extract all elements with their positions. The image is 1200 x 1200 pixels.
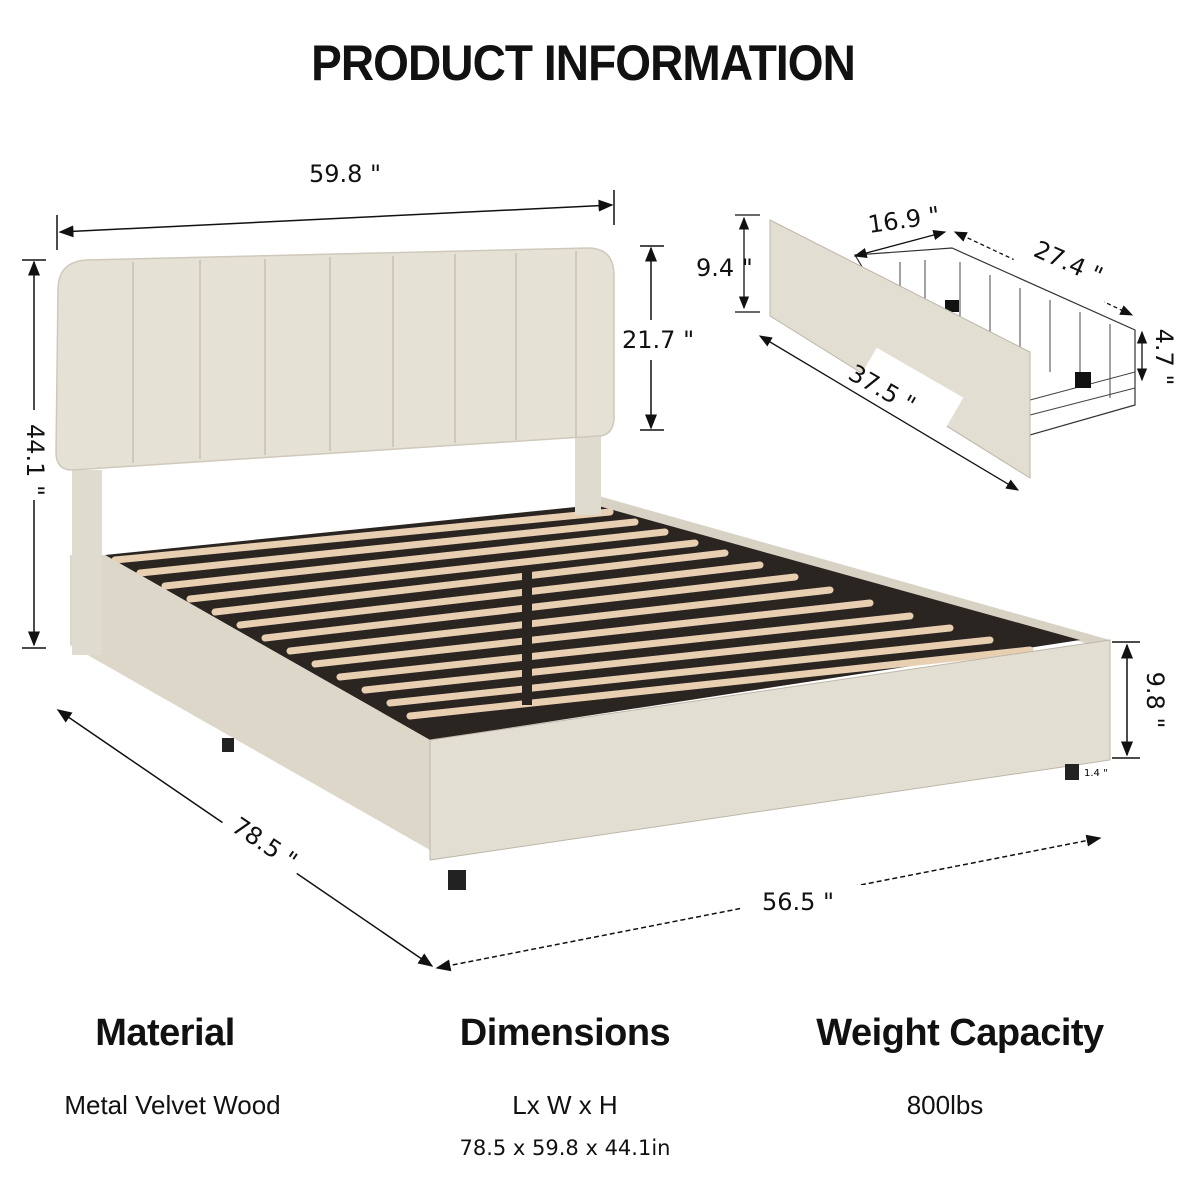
headboard-height-dim-label: 21.7 " <box>622 326 694 354</box>
bed-diagram: 59.8 " 44.1 " 21.7 " 78.5 " 56.5 " 9.8 "… <box>20 160 1178 972</box>
spec-weight-label: Weight Capacity <box>816 1012 1104 1054</box>
basket-height-dim-label: 4.7 " <box>1150 329 1178 386</box>
spec-dimensions-sub: 78.5 x 59.8 x 44.1in <box>459 1136 671 1160</box>
spec-weight-value: 800lbs <box>906 1090 984 1120</box>
leg-height-dim-label: 1.4 " <box>1084 768 1108 779</box>
basket-width-dim-label: 16.9 " <box>866 201 941 239</box>
inner-width-dim-label: 56.5 " <box>762 888 834 916</box>
width-dim-label: 59.8 " <box>309 160 381 188</box>
spec-dimensions-label: Dimensions <box>459 1012 671 1054</box>
drawer-front-height-dim-label: 9.4 " <box>696 254 753 282</box>
page-title: PRODUCT INFORMATION <box>311 35 856 91</box>
side-rail-height-dim-label: 9.8 " <box>1141 672 1169 729</box>
spec-dimensions-value: Lx W x H <box>512 1090 618 1120</box>
spec-material-value: Metal Velvet Wood <box>64 1090 281 1120</box>
total-height-dim-label: 44.1 " <box>21 424 49 496</box>
spec-material-label: Material <box>95 1012 235 1054</box>
bed-illustration <box>55 247 1111 890</box>
